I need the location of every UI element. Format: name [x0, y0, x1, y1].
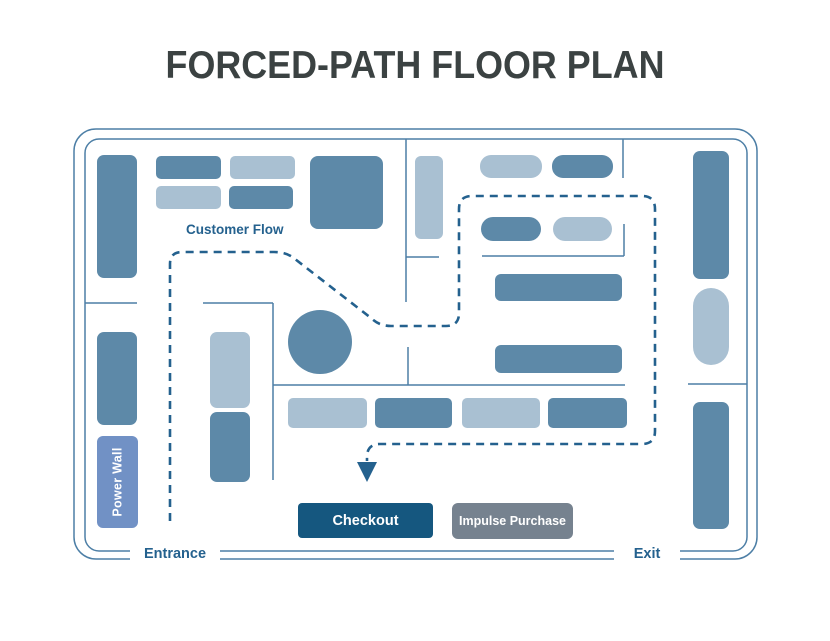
shelf-right-wall-upper [693, 151, 729, 279]
shelf-top-row1-b [230, 156, 295, 179]
pill-top-row-a [480, 155, 542, 178]
checkout-zone: Checkout [298, 503, 433, 538]
shelf-top-row2-a [156, 186, 221, 209]
shelf-center-vertical [415, 156, 443, 239]
shelf-top-row2-b [229, 186, 293, 209]
exit-label: Exit [614, 544, 680, 566]
shelf-right-wall-pill [693, 288, 729, 365]
customer-flow-label: Customer Flow [186, 222, 284, 237]
shelf-top-row1-a [156, 156, 221, 179]
inner-wall-border [84, 138, 748, 552]
gondola-bar-upper [495, 274, 622, 301]
pill-inner-row-b [553, 217, 612, 241]
display-table-square [310, 156, 383, 229]
pill-inner-row-a [481, 217, 541, 241]
aisle-shelf-d [548, 398, 627, 428]
page-title: FORCED-PATH FLOOR PLAN [165, 44, 665, 87]
shelf-mid-left-lower [210, 412, 250, 482]
shelf-right-wall-lower [693, 402, 729, 529]
round-display-rack [288, 310, 352, 374]
power-wall-fixture: Power Wall [97, 436, 138, 528]
aisle-shelf-c [462, 398, 540, 428]
shelf-left-wall-lower [97, 332, 137, 425]
customer-flow-arrowhead-icon [357, 462, 377, 482]
shelf-mid-left-upper [210, 332, 250, 408]
power-wall-label: Power Wall [110, 447, 125, 517]
pill-top-row-b [552, 155, 613, 178]
impulse-purchase-zone: Impulse Purchase [452, 503, 573, 539]
aisle-shelf-a [288, 398, 367, 428]
shelf-left-wall-upper [97, 155, 137, 278]
entrance-label: Entrance [130, 544, 220, 566]
gondola-bar-lower [495, 345, 622, 373]
outer-wall-border [73, 128, 758, 560]
aisle-shelf-b [375, 398, 452, 428]
customer-flow-path [168, 194, 657, 521]
